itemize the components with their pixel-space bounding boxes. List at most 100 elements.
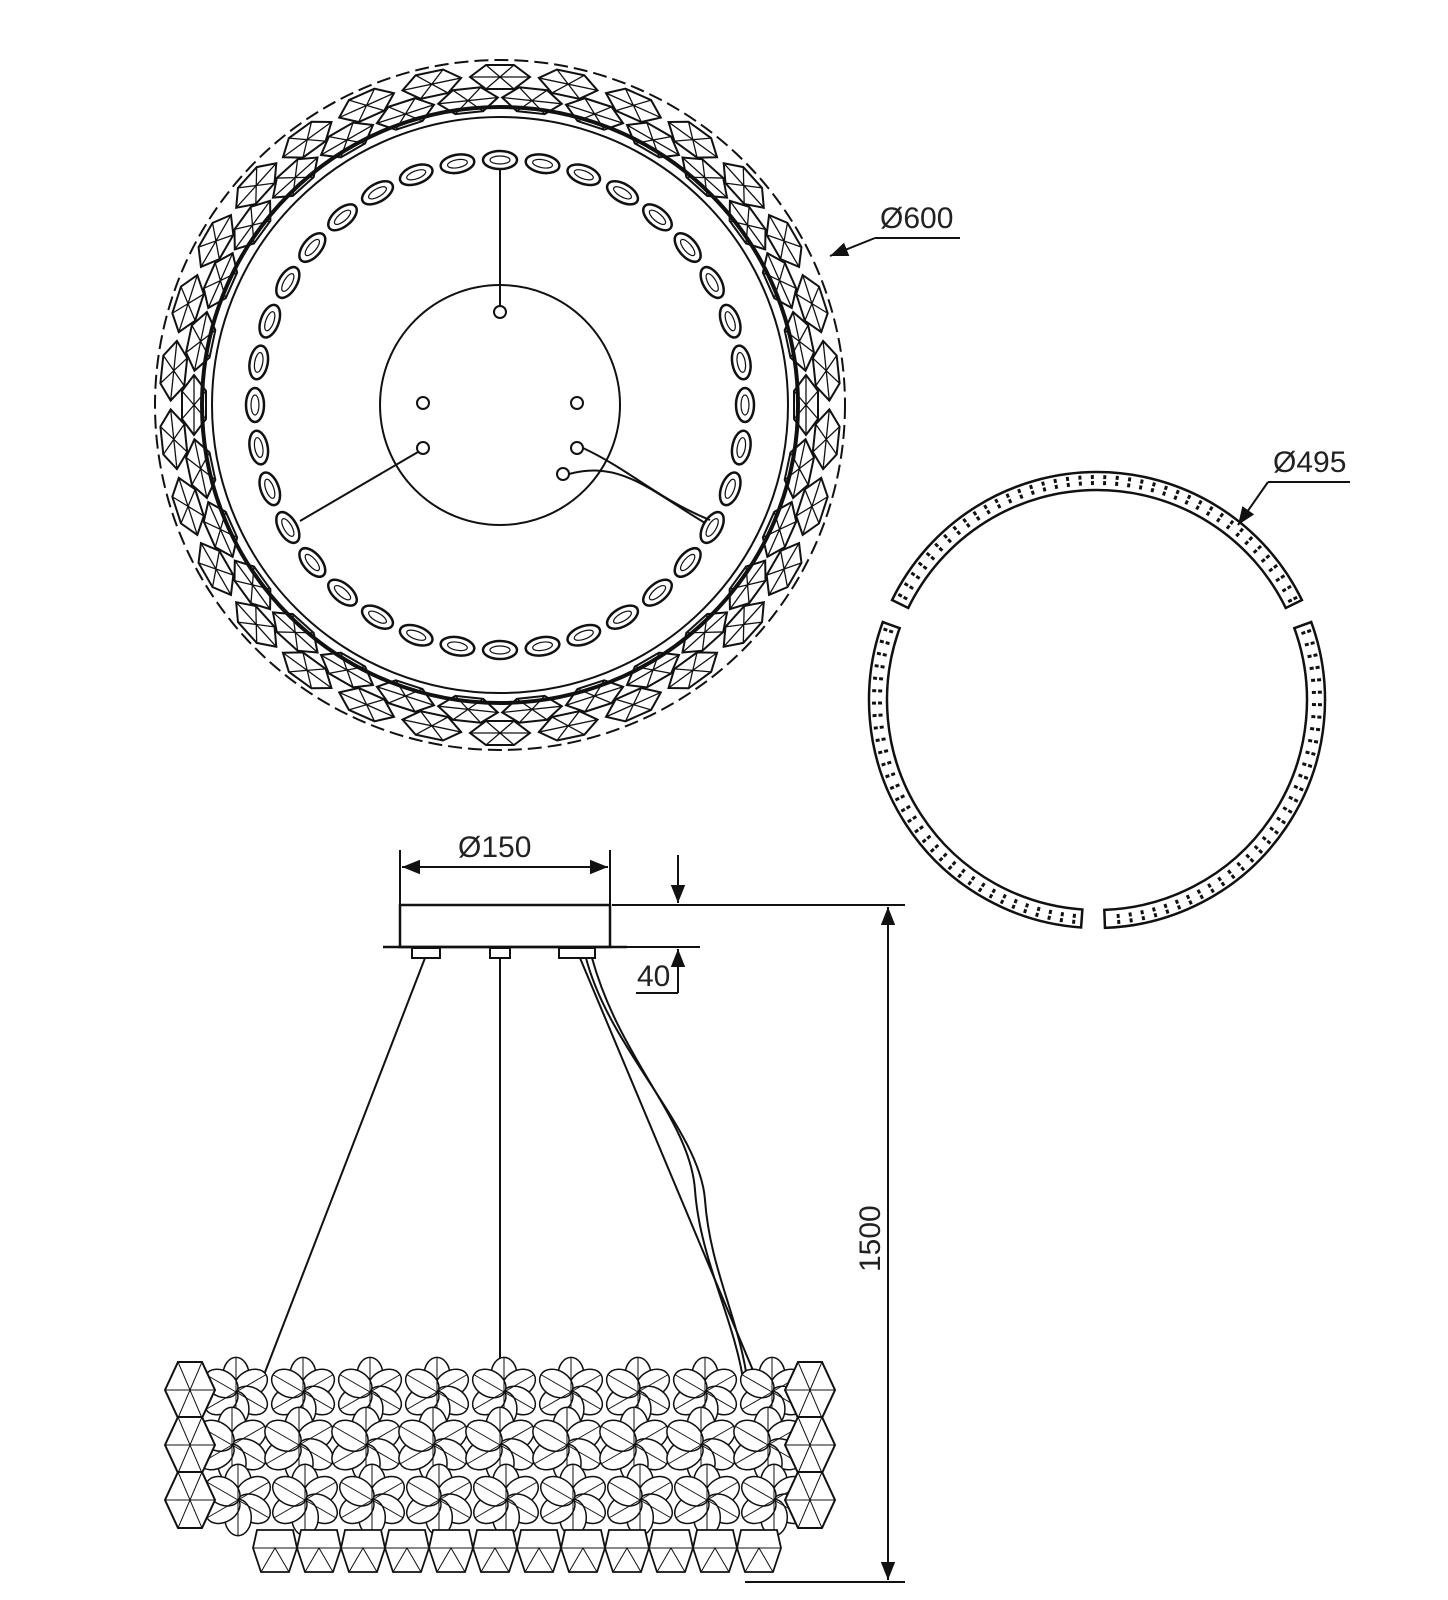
led-chip (1128, 912, 1133, 923)
led-chip (1297, 773, 1309, 780)
dimension-leader (829, 237, 876, 257)
crystal (795, 476, 829, 537)
bead (524, 153, 561, 175)
pendant-crystal (560, 1529, 606, 1573)
crystal (235, 600, 278, 649)
led-chip (1281, 584, 1292, 593)
crystal-flower (599, 1406, 669, 1484)
led-chip (1282, 806, 1293, 814)
led-chip (907, 815, 918, 824)
led-chip (889, 783, 900, 791)
led-chip (1116, 913, 1121, 925)
top-view (154, 59, 960, 751)
crystal (400, 710, 463, 742)
led-chip (1185, 894, 1193, 905)
pendant-crystal (692, 1529, 738, 1573)
crystal (235, 161, 278, 210)
led-chip (1235, 527, 1244, 538)
led-chip (1304, 641, 1315, 647)
led-chip (1174, 899, 1182, 910)
mount-hole (570, 441, 584, 455)
led-chip (1163, 903, 1170, 914)
led-chip (1226, 869, 1236, 880)
led-chip (1245, 853, 1255, 863)
suspension-wire (261, 957, 426, 1381)
led-chip (952, 525, 962, 536)
bead (275, 265, 301, 300)
led-chip (1078, 475, 1083, 486)
led-chip (925, 551, 936, 561)
power-cable (568, 469, 706, 524)
pendant-crystal (516, 1529, 562, 1573)
bead (566, 623, 602, 647)
bead (673, 232, 702, 264)
led-chip (1140, 909, 1146, 921)
led-chip (1225, 519, 1235, 530)
led-chip (883, 627, 894, 634)
led-segment (1103, 620, 1327, 930)
led-chip (1041, 481, 1047, 492)
led-chip (943, 533, 953, 544)
bead (258, 303, 282, 339)
led-chip (1126, 477, 1132, 488)
led-chip (910, 571, 921, 580)
bead (298, 546, 327, 578)
bead (244, 386, 266, 424)
led-chip (872, 713, 883, 718)
led-chip (938, 852, 948, 862)
crystal-flower (605, 1356, 671, 1428)
led-chip (1071, 913, 1077, 924)
outer-crystal-ring (159, 64, 841, 746)
bead (605, 604, 640, 630)
led-chip (1047, 909, 1053, 921)
led-chip (885, 772, 896, 779)
bead (275, 510, 301, 545)
mount-hole (493, 305, 507, 319)
led-chip (967, 875, 976, 886)
crystal (811, 407, 841, 471)
led-chip (897, 593, 908, 601)
led-chip (1287, 595, 1298, 604)
crystal (667, 120, 719, 159)
bead (398, 163, 434, 187)
crystal (537, 710, 600, 742)
suspension-wire (579, 957, 758, 1381)
crystal (604, 87, 663, 124)
crystal (667, 651, 719, 690)
led-chip (1269, 826, 1279, 835)
mount-hole (556, 467, 570, 481)
mount-hole (570, 396, 584, 410)
led-chip (1301, 762, 1313, 768)
led-chip (972, 510, 981, 521)
crystal-flower (472, 1463, 540, 1537)
bead (360, 604, 395, 630)
bead (481, 149, 519, 171)
bead (298, 232, 327, 264)
led-chip (1059, 911, 1065, 923)
bead (673, 546, 702, 578)
led-segment (890, 470, 1304, 610)
pendant-crystal (252, 1529, 298, 1573)
pendant-crystal (296, 1529, 342, 1573)
crystal (281, 651, 333, 690)
bead (641, 203, 673, 232)
led-chip (1311, 703, 1322, 707)
led-chip (1252, 544, 1263, 554)
led-chip (988, 888, 997, 899)
bead (605, 180, 640, 206)
led-chip (1138, 479, 1144, 490)
led-chip (875, 737, 886, 743)
led-chip (1173, 489, 1180, 501)
led-chip (1261, 835, 1272, 845)
side-crystal (783, 1471, 837, 1529)
crystal (604, 686, 663, 723)
led-chip (1311, 714, 1322, 719)
bead-ring (244, 149, 756, 661)
crystal (728, 559, 767, 611)
led-chip (1195, 499, 1203, 511)
led-chip (1217, 876, 1226, 887)
led-chip (1114, 475, 1119, 487)
crystal (722, 600, 765, 649)
cable-gland (489, 947, 511, 959)
